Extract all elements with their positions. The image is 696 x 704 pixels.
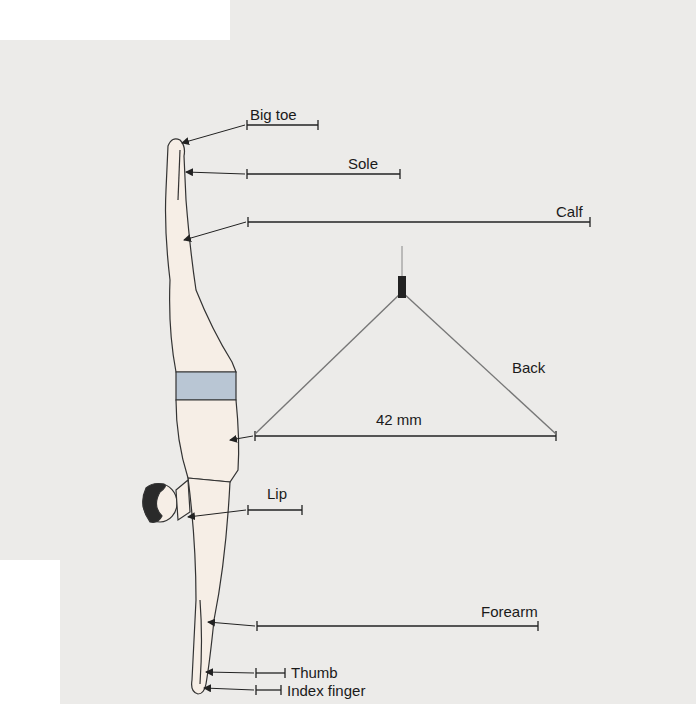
dimension-label: 42 mm (376, 412, 422, 429)
part-label: Lip (267, 486, 287, 503)
part-label: Calf (556, 204, 583, 221)
part-label: Forearm (481, 604, 538, 621)
page-margin (0, 560, 60, 704)
part-label: Index finger (287, 683, 365, 700)
caliper (255, 246, 556, 434)
part-label: Sole (348, 156, 378, 173)
human-figure (143, 139, 239, 694)
threshold-bars (247, 120, 590, 695)
page-margin (0, 0, 230, 40)
leader-arrows (182, 125, 255, 690)
part-label: Big toe (250, 107, 297, 124)
part-label: Back (512, 360, 545, 377)
part-label: Thumb (291, 665, 338, 682)
